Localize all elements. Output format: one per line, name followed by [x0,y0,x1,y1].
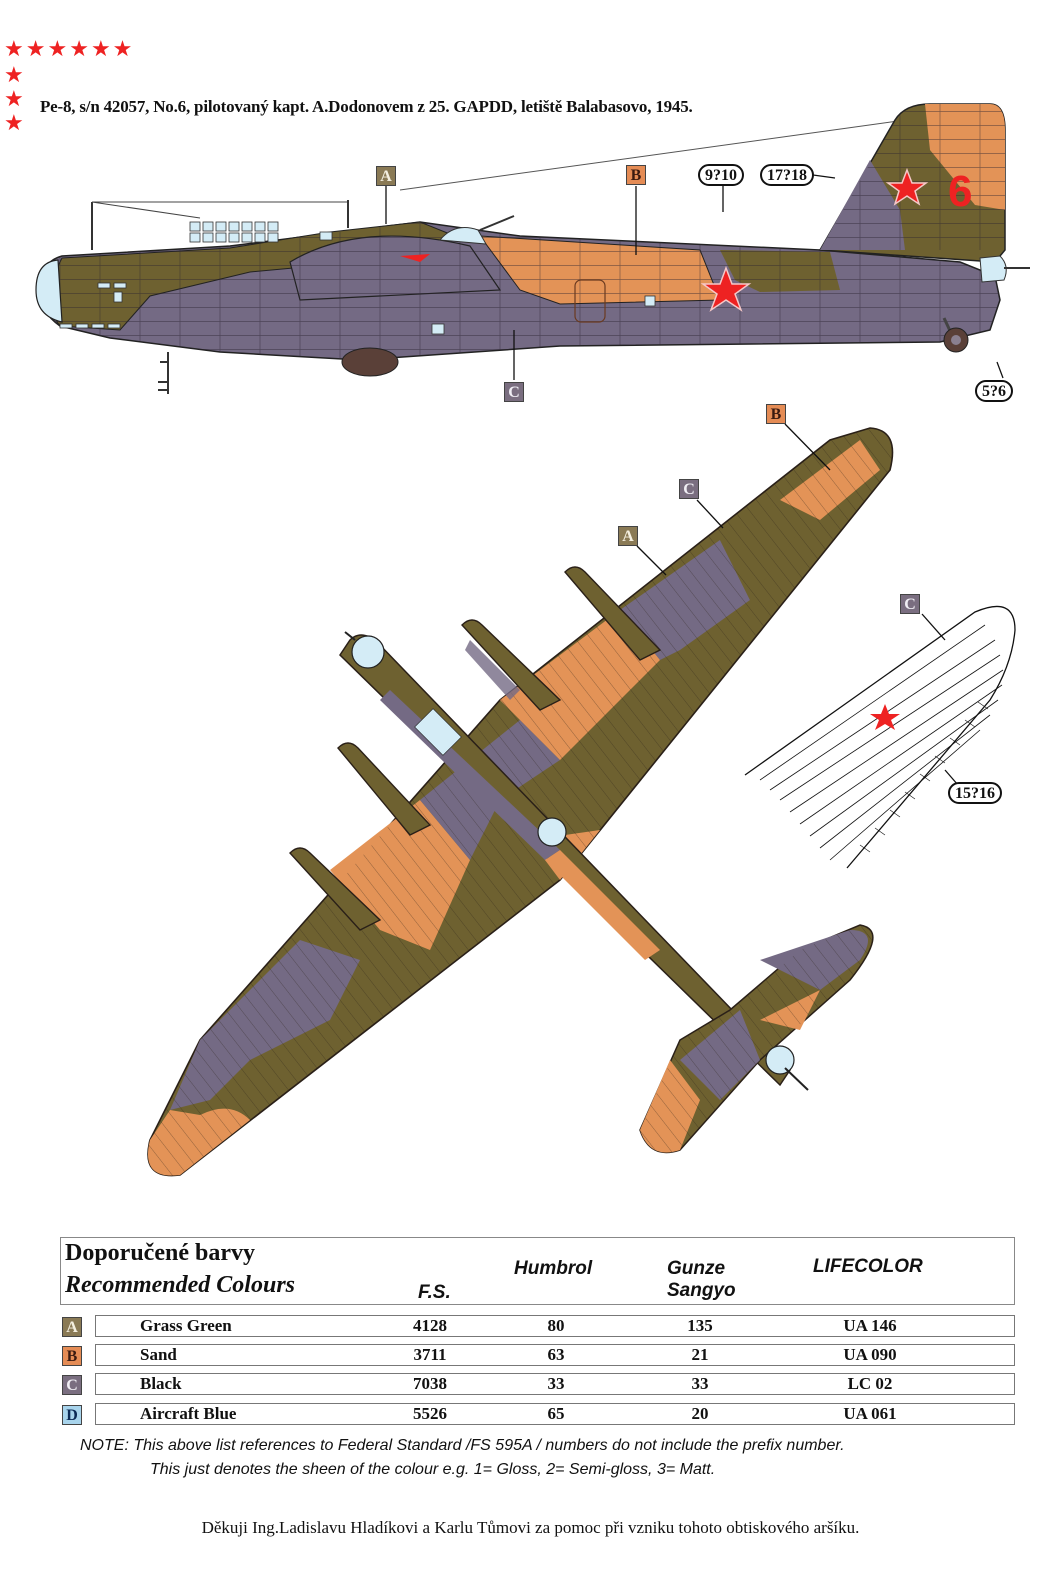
tail-number: 6 [948,167,973,216]
plan-view-illustration [147,423,894,1177]
fs-number: 3711 [413,1345,447,1364]
table-row: B Sand 3711 63 21 UA 090 [60,1344,1015,1368]
gunze-number: 135 [687,1316,713,1335]
wing-detail-illustration [744,605,1016,869]
column-header-humbrol: Humbrol [514,1258,593,1279]
red-star-icon: ★ [90,36,113,61]
callout-c-side: C [504,382,524,402]
red-star-icon: ★ [112,36,135,61]
decal-ref-15-16: 15?16 [948,782,1002,804]
table-row: D Aircraft Blue 5526 65 20 UA 061 [60,1403,1015,1427]
fs-number: 7038 [413,1374,447,1393]
table-title-czech: Doporučené barvy [65,1240,255,1266]
note-line-1: NOTE: This above list references to Fede… [80,1437,845,1454]
lifecolor-code: UA 090 [843,1345,897,1364]
lifecolor-code: UA 146 [843,1316,897,1335]
table-row: A Grass Green 4128 80 135 UA 146 [60,1315,1015,1339]
humbrol-number: 33 [547,1374,565,1393]
humbrol-number: 63 [547,1345,565,1364]
fs-number: 5526 [413,1404,447,1423]
humbrol-number: 80 [547,1316,565,1335]
colour-name: Grass Green [140,1316,232,1335]
column-header-fs: F.S. [418,1282,451,1303]
note-line-2: This just denotes the sheen of the colou… [150,1461,716,1478]
colour-table-header: Doporučené barvy Recommended Colours F.S… [60,1237,1015,1305]
swatch-c: C [62,1375,82,1395]
page-title: Pe-8, s/n 42057, No.6, pilotovaný kapt. … [40,97,693,116]
column-header-gunze: Gunze [667,1258,726,1279]
decal-ref-17-18: 17?18 [760,164,814,186]
swatch-a: A [62,1317,82,1337]
colour-name: Aircraft Blue [140,1404,237,1423]
column-header-sangyo: Sangyo [667,1280,736,1301]
red-star-icon: ★ [4,86,24,111]
swatch-d: D [62,1405,82,1425]
callout-c-wing-detail: C [900,594,920,614]
acknowledgement: Děkuji Ing.Ladislavu Hladíkovi a Karlu T… [201,1518,860,1537]
red-star-icon: ★ [69,36,91,61]
colour-name: Sand [140,1345,177,1364]
callout-b-side: B [626,165,646,185]
lifecolor-code: UA 061 [843,1404,897,1423]
red-star-icon: ★ [4,36,26,61]
fs-number: 4128 [413,1316,447,1335]
decorative-stars-row: ★★★★★★ [4,38,134,60]
colour-name: Black [140,1374,182,1393]
red-star-icon: ★ [4,110,24,135]
lifecolor-code: LC 02 [847,1374,893,1393]
table-title-english: Recommended Colours [65,1272,296,1298]
column-header-lifecolor: LIFECOLOR [813,1256,923,1277]
humbrol-number: 65 [547,1404,565,1423]
gunze-number: 21 [691,1345,709,1364]
callout-a-side: A [376,166,396,186]
callout-a-plan: A [618,526,638,546]
red-star-icon: ★ [25,36,48,61]
callout-c-plan: C [679,479,699,499]
swatch-b: B [62,1346,82,1366]
callout-b-plan: B [766,404,786,424]
side-profile-illustration [35,103,1030,394]
table-row: C Black 7038 33 33 LC 02 [60,1373,1015,1397]
gunze-number: 33 [691,1374,709,1393]
red-star-icon: ★ [4,62,24,87]
decal-ref-9-10: 9?10 [698,164,744,186]
decal-ref-5-6: 5?6 [975,380,1013,402]
gunze-number: 20 [691,1404,709,1423]
red-star-icon: ★ [47,36,70,61]
